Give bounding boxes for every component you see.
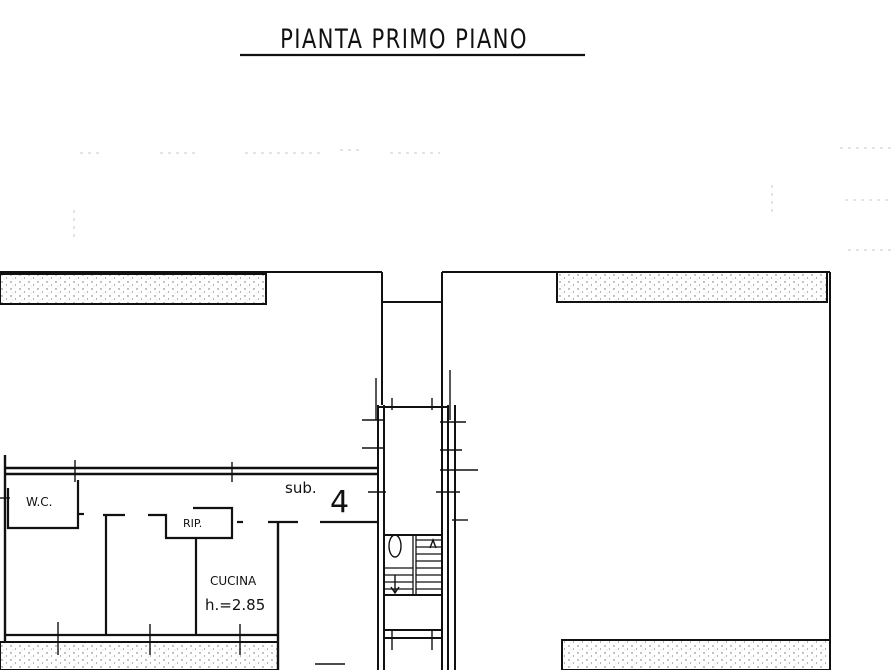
balcony-top-right xyxy=(556,271,828,303)
label-ceiling-height: h.=2.85 xyxy=(205,596,265,614)
label-rip: RIP. xyxy=(183,517,202,530)
wall-ticks xyxy=(0,370,478,665)
label-sub: sub. xyxy=(285,479,317,497)
interior-partitions xyxy=(5,480,378,637)
label-cucina: CUCINA xyxy=(210,574,257,588)
left-block xyxy=(0,271,443,405)
balcony-bottom-right xyxy=(561,639,831,670)
scan-artifacts xyxy=(73,147,893,251)
balcony-bottom-left xyxy=(0,641,279,670)
stair-treads xyxy=(384,535,442,595)
label-wc: W.C. xyxy=(26,495,53,509)
plan-title: PIANTA PRIMO PIANO xyxy=(280,24,528,55)
balcony-top-left xyxy=(0,273,267,305)
apartment-walls xyxy=(3,455,378,670)
stair-arrows xyxy=(388,534,437,595)
label-sub-number: 4 xyxy=(330,485,349,520)
right-block xyxy=(442,271,831,670)
